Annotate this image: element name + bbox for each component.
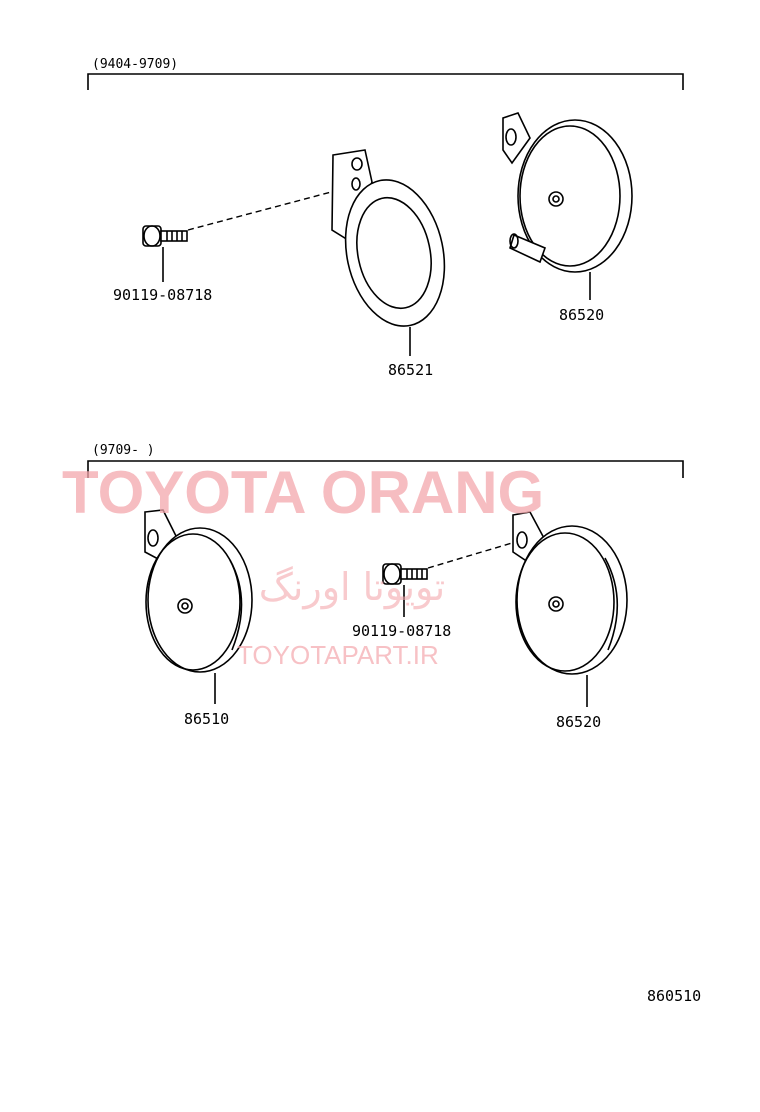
watermark-brand: TOYOTA ORANG <box>62 459 544 526</box>
bolt-icon <box>382 563 428 585</box>
part-number-bracket-top: 86521 <box>388 361 433 379</box>
part-number-horn-top-right: 86520 <box>559 306 604 324</box>
horn-high-icon <box>502 112 633 273</box>
part-number-horn-bottom-left: 86510 <box>184 710 229 728</box>
assembly-dashed-line <box>187 186 351 231</box>
watermark-persian: تویوتا اورنگ <box>259 565 446 610</box>
section-range-label-2: (9709- ) <box>92 443 155 458</box>
horn-low-icon <box>144 509 253 673</box>
part-number-bolt-bottom: 90119-08718 <box>352 622 451 640</box>
figure-number: 860510 <box>647 987 701 1005</box>
section-bracket-2: (9709- ) <box>87 443 684 478</box>
horn-high-icon <box>512 511 628 675</box>
part-number-bolt-top: 90119-08718 <box>113 286 212 304</box>
part-number-horn-bottom-right: 86520 <box>556 713 601 731</box>
assembly-dashed-line <box>427 539 523 569</box>
horn-bracket-icon <box>331 149 446 327</box>
bolt-icon <box>142 225 188 247</box>
section-bracket-1: (9404-9709) <box>87 57 684 90</box>
section-range-label-1: (9404-9709) <box>92 57 178 72</box>
watermark-site: TOYOTAPART.IR <box>237 640 439 670</box>
